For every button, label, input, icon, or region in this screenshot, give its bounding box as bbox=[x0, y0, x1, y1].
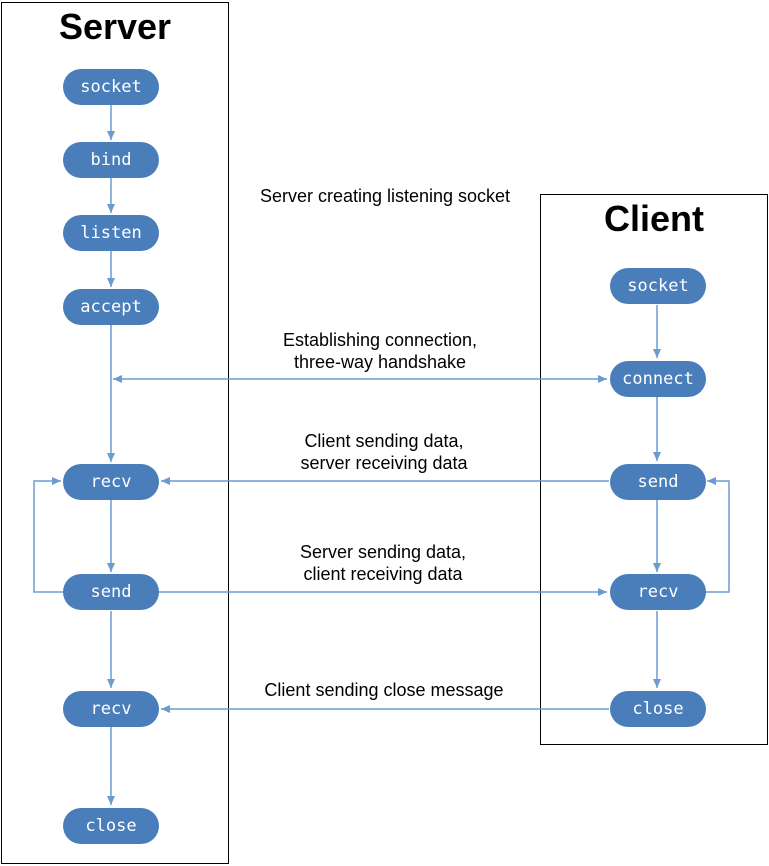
client-node-socket: socket bbox=[610, 268, 706, 304]
server-node-bind: bind bbox=[63, 142, 159, 178]
server-node-socket: socket bbox=[63, 69, 159, 105]
caption-handshake-line1: Establishing connection, bbox=[282, 330, 478, 350]
caption-server-send-line2: client receiving data bbox=[303, 564, 463, 584]
caption-handshake: Establishing connection, three-way hands… bbox=[230, 329, 530, 373]
client-node-connect: connect bbox=[610, 361, 706, 397]
caption-handshake-line2: three-way handshake bbox=[293, 352, 467, 372]
caption-client-send-line1: Client sending data, bbox=[304, 431, 464, 451]
client-loop-arrow bbox=[705, 477, 730, 593]
server-node-recv-close: recv bbox=[63, 691, 159, 727]
server-node-close: close bbox=[63, 808, 159, 844]
caption-close: Client sending close message bbox=[264, 680, 504, 700]
server-column bbox=[1, 2, 229, 864]
client-title: Client bbox=[603, 198, 704, 239]
server-node-recv: recv bbox=[63, 464, 159, 500]
client-node-recv: recv bbox=[610, 574, 706, 610]
caption-server-send: Server sending data, client receiving da… bbox=[233, 541, 533, 585]
server-node-accept: accept bbox=[63, 289, 159, 325]
server-title: Server bbox=[58, 6, 172, 47]
server-node-listen: listen bbox=[63, 215, 159, 251]
client-node-send: send bbox=[610, 464, 706, 500]
caption-client-send: Client sending data, server receiving da… bbox=[234, 430, 534, 474]
server-loop-arrow bbox=[33, 477, 63, 593]
caption-server-send-line1: Server sending data, bbox=[299, 542, 467, 562]
client-node-close: close bbox=[610, 691, 706, 727]
caption-listening: Server creating listening socket bbox=[259, 186, 511, 206]
server-node-send: send bbox=[63, 574, 159, 610]
client-column bbox=[540, 194, 768, 745]
caption-client-send-line2: server receiving data bbox=[300, 453, 468, 473]
